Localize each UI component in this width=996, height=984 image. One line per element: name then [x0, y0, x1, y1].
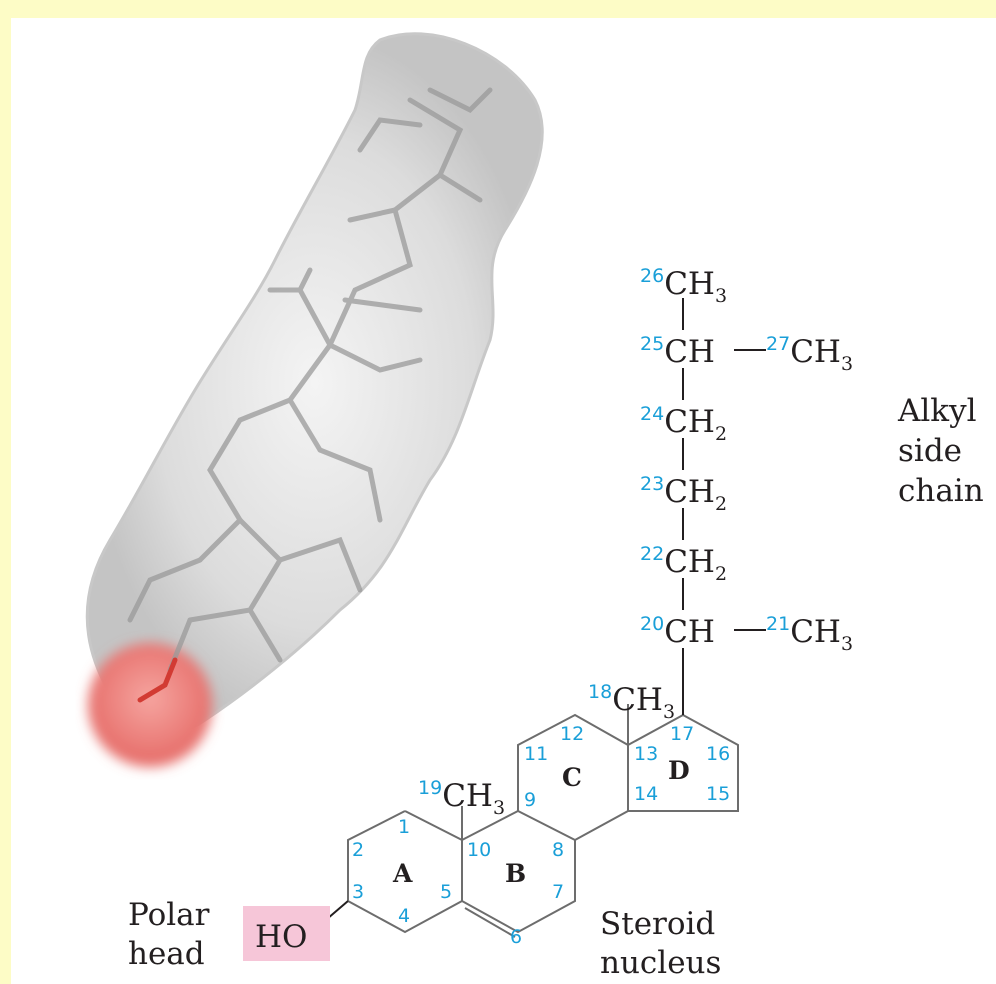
group-subscript: 3 — [493, 797, 505, 819]
side-chain-bonds — [326, 298, 766, 920]
atom-number-23: 23 — [640, 473, 664, 495]
ring-atom-4: 4 — [398, 905, 410, 927]
group-subscript: 3 — [715, 285, 727, 307]
group-c18: 18CH3 — [588, 681, 675, 723]
group-c21: 21CH3 — [766, 613, 853, 655]
group-subscript: 2 — [715, 493, 727, 515]
ring-atom-15: 15 — [706, 783, 730, 805]
group-formula: CH — [664, 614, 715, 650]
group-subscript: 2 — [715, 563, 727, 585]
group-c24: 24CH2 — [640, 403, 727, 445]
steroid-ring-bonds — [347, 704, 739, 938]
group-formula: CH — [664, 334, 715, 370]
ring-atom-9: 9 — [524, 789, 536, 811]
ring-atom-6: 6 — [510, 926, 522, 948]
atom-number-18: 18 — [588, 681, 612, 703]
ring-atom-1: 1 — [398, 816, 410, 838]
caption-polar: Polar — [128, 897, 210, 933]
ring-atom-12: 12 — [560, 723, 584, 745]
group-formula: CH — [664, 544, 715, 580]
atom-number-25: 25 — [640, 333, 664, 355]
caption-nucleus: nucleus — [600, 945, 721, 981]
ring-atom-3: 3 — [352, 881, 364, 903]
ring-label-a: A — [392, 859, 413, 888]
oxygen-atom — [88, 643, 212, 767]
ring-atom-11: 11 — [524, 743, 548, 765]
ring-atom-13: 13 — [634, 743, 658, 765]
caption-chain: chain — [898, 473, 984, 509]
ring-atom-8: 8 — [552, 839, 564, 861]
atom-number-21: 21 — [766, 613, 790, 635]
group-formula: CH — [612, 682, 663, 718]
hydroxyl-highlight — [243, 906, 330, 961]
ring-label-d: D — [668, 756, 690, 785]
hydroxyl-label: HO — [255, 919, 307, 955]
ring-atom-10: 10 — [467, 839, 491, 861]
group-c23: 23CH2 — [640, 473, 727, 515]
group-c26: 26CH3 — [640, 265, 727, 307]
group-formula: CH — [664, 474, 715, 510]
group-c25: 25CH — [640, 333, 715, 370]
group-formula: CH — [664, 404, 715, 440]
group-formula: CH — [442, 778, 493, 814]
ring-atom-16: 16 — [706, 743, 730, 765]
group-subscript: 2 — [715, 423, 727, 445]
group-c19: 19CH3 — [418, 777, 505, 819]
ring-atom-14: 14 — [634, 783, 658, 805]
atom-number-26: 26 — [640, 265, 664, 287]
group-c20: 20CH — [640, 613, 715, 650]
group-c27: 27CH3 — [766, 333, 853, 375]
group-subscript: 3 — [841, 353, 853, 375]
ring-atom-5: 5 — [440, 881, 452, 903]
atom-number-24: 24 — [640, 403, 664, 425]
atom-number-22: 22 — [640, 543, 664, 565]
group-subscript: 3 — [663, 701, 675, 723]
caption-steroid-nucleus: Steroid nucleus — [600, 906, 721, 981]
atom-number-19: 19 — [418, 777, 442, 799]
hydroxyl-stick — [137, 657, 178, 703]
caption-side: side — [898, 433, 962, 469]
caption-alkyl: Alkyl — [897, 393, 977, 429]
caption-steroid: Steroid — [600, 906, 715, 942]
caption-head: head — [128, 936, 205, 972]
space-filling-model — [85, 32, 544, 767]
ring-label-c: C — [562, 763, 582, 792]
ring-atom-7: 7 — [552, 881, 564, 903]
caption-alkyl-side-chain: Alkyl side chain — [897, 393, 984, 509]
atom-number-27: 27 — [766, 333, 790, 355]
group-formula: CH — [664, 266, 715, 302]
group-formula: CH — [790, 334, 841, 370]
caption-polar-head: Polar head — [128, 897, 210, 972]
ring-label-b: B — [505, 859, 526, 888]
ring-atom-17: 17 — [670, 723, 694, 745]
group-c22: 22CH2 — [640, 543, 727, 585]
atom-number-20: 20 — [640, 613, 664, 635]
group-subscript: 3 — [841, 633, 853, 655]
stick-skeleton — [127, 87, 493, 673]
ring-atom-2: 2 — [352, 839, 364, 861]
group-formula: CH — [790, 614, 841, 650]
